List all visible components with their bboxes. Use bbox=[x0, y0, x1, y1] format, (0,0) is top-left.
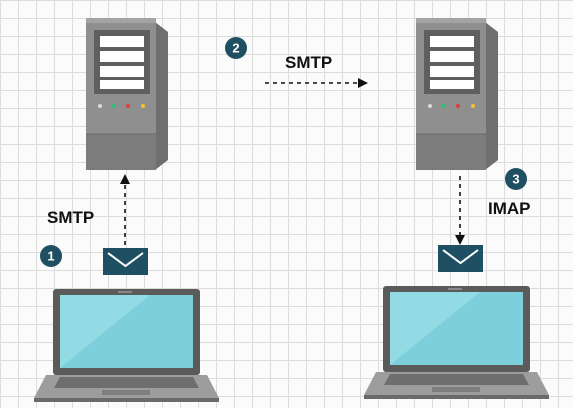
smtp-upload-label: SMTP bbox=[47, 208, 94, 227]
step-1-number: 1 bbox=[47, 249, 54, 264]
incoming-envelope-icon bbox=[437, 244, 484, 273]
step-2-badge: 2 bbox=[225, 37, 247, 59]
imap-download-label: IMAP bbox=[488, 199, 531, 218]
step-2-number: 2 bbox=[232, 41, 239, 56]
sending-server-icon bbox=[85, 17, 169, 171]
receiving-server-icon bbox=[415, 17, 499, 171]
outgoing-envelope-icon bbox=[102, 247, 149, 276]
step-1-badge: 1 bbox=[40, 245, 62, 267]
step-3-badge: 3 bbox=[505, 168, 527, 190]
sender-laptop-icon bbox=[34, 289, 219, 402]
recipient-laptop-icon bbox=[364, 286, 549, 399]
smtp-relay-label: SMTP bbox=[285, 53, 332, 72]
step-3-number: 3 bbox=[512, 172, 519, 187]
